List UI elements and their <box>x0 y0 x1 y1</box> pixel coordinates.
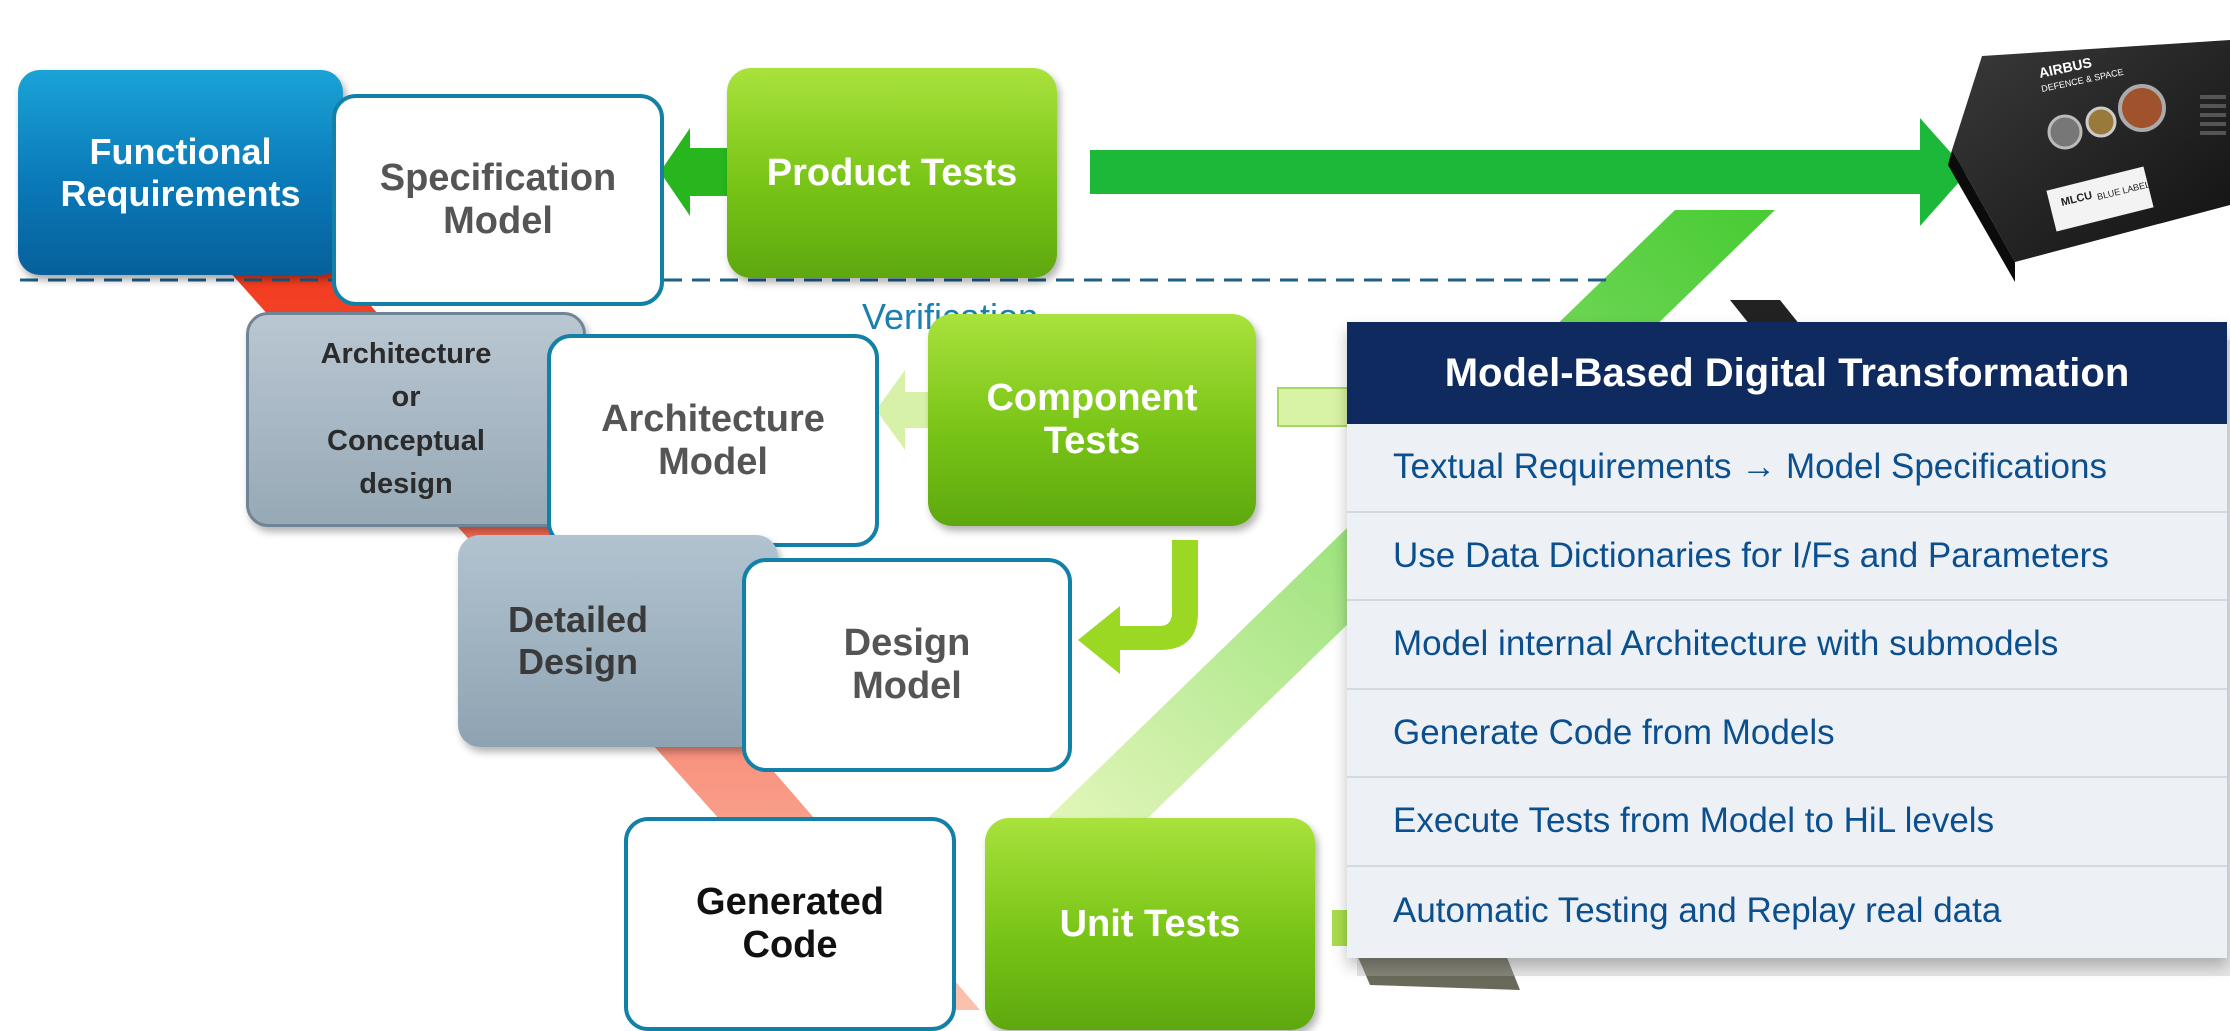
specification-model-label: Specification Model <box>379 157 617 242</box>
panel-item: Model internal Architecture with submode… <box>1347 601 2227 690</box>
product-tests-label: Product Tests <box>766 151 1018 194</box>
functional-requirements-label: Functional Requirements <box>60 130 301 214</box>
architecture-model-box: Architecture Model <box>547 334 879 547</box>
architecture-model-label: Architecture Model <box>601 397 825 483</box>
architecture-design-label: Architecture or Conceptual design <box>320 337 492 501</box>
unit-tests-box: Unit Tests <box>985 818 1315 1030</box>
panel-item: Generate Code from Models <box>1347 690 2227 778</box>
component-tests-box: Component Tests <box>928 314 1256 526</box>
product-to-device-arrow <box>1090 118 1968 226</box>
functional-requirements-box: Functional Requirements <box>18 70 343 275</box>
unit-tests-label: Unit Tests <box>1059 902 1241 945</box>
generated-code-box: Generated Code <box>624 817 956 1031</box>
product-to-spec-arrow <box>660 128 728 216</box>
panel-title: Model-Based Digital Transformation <box>1347 322 2227 424</box>
product-tests-box: Product Tests <box>727 68 1057 278</box>
panel-item: Textual Requirements → Model Specificati… <box>1347 424 2227 513</box>
detailed-design-box: Detailed Design <box>458 535 778 747</box>
panel-item: Execute Tests from Model to HiL levels <box>1347 778 2227 867</box>
panel-item: Automatic Testing and Replay real data <box>1393 890 2002 930</box>
component-to-design-arrow <box>1078 540 1198 674</box>
component-right-arrow <box>1277 387 1354 427</box>
design-model-box: Design Model <box>742 558 1072 772</box>
detailed-design-label: Detailed Design <box>507 599 649 682</box>
design-model-label: Design Model <box>843 622 971 707</box>
component-to-arch-arrow <box>876 370 928 450</box>
specification-model-box: Specification Model <box>332 94 664 306</box>
architecture-design-box: Architecture or Conceptual design <box>246 312 586 527</box>
generated-code-label: Generated Code <box>696 881 884 966</box>
component-tests-label: Component Tests <box>986 377 1198 462</box>
panel-item: Use Data Dictionaries for I/Fs and Param… <box>1347 513 2227 601</box>
transformation-panel: Model-Based Digital Transformation Textu… <box>1347 322 2227 958</box>
